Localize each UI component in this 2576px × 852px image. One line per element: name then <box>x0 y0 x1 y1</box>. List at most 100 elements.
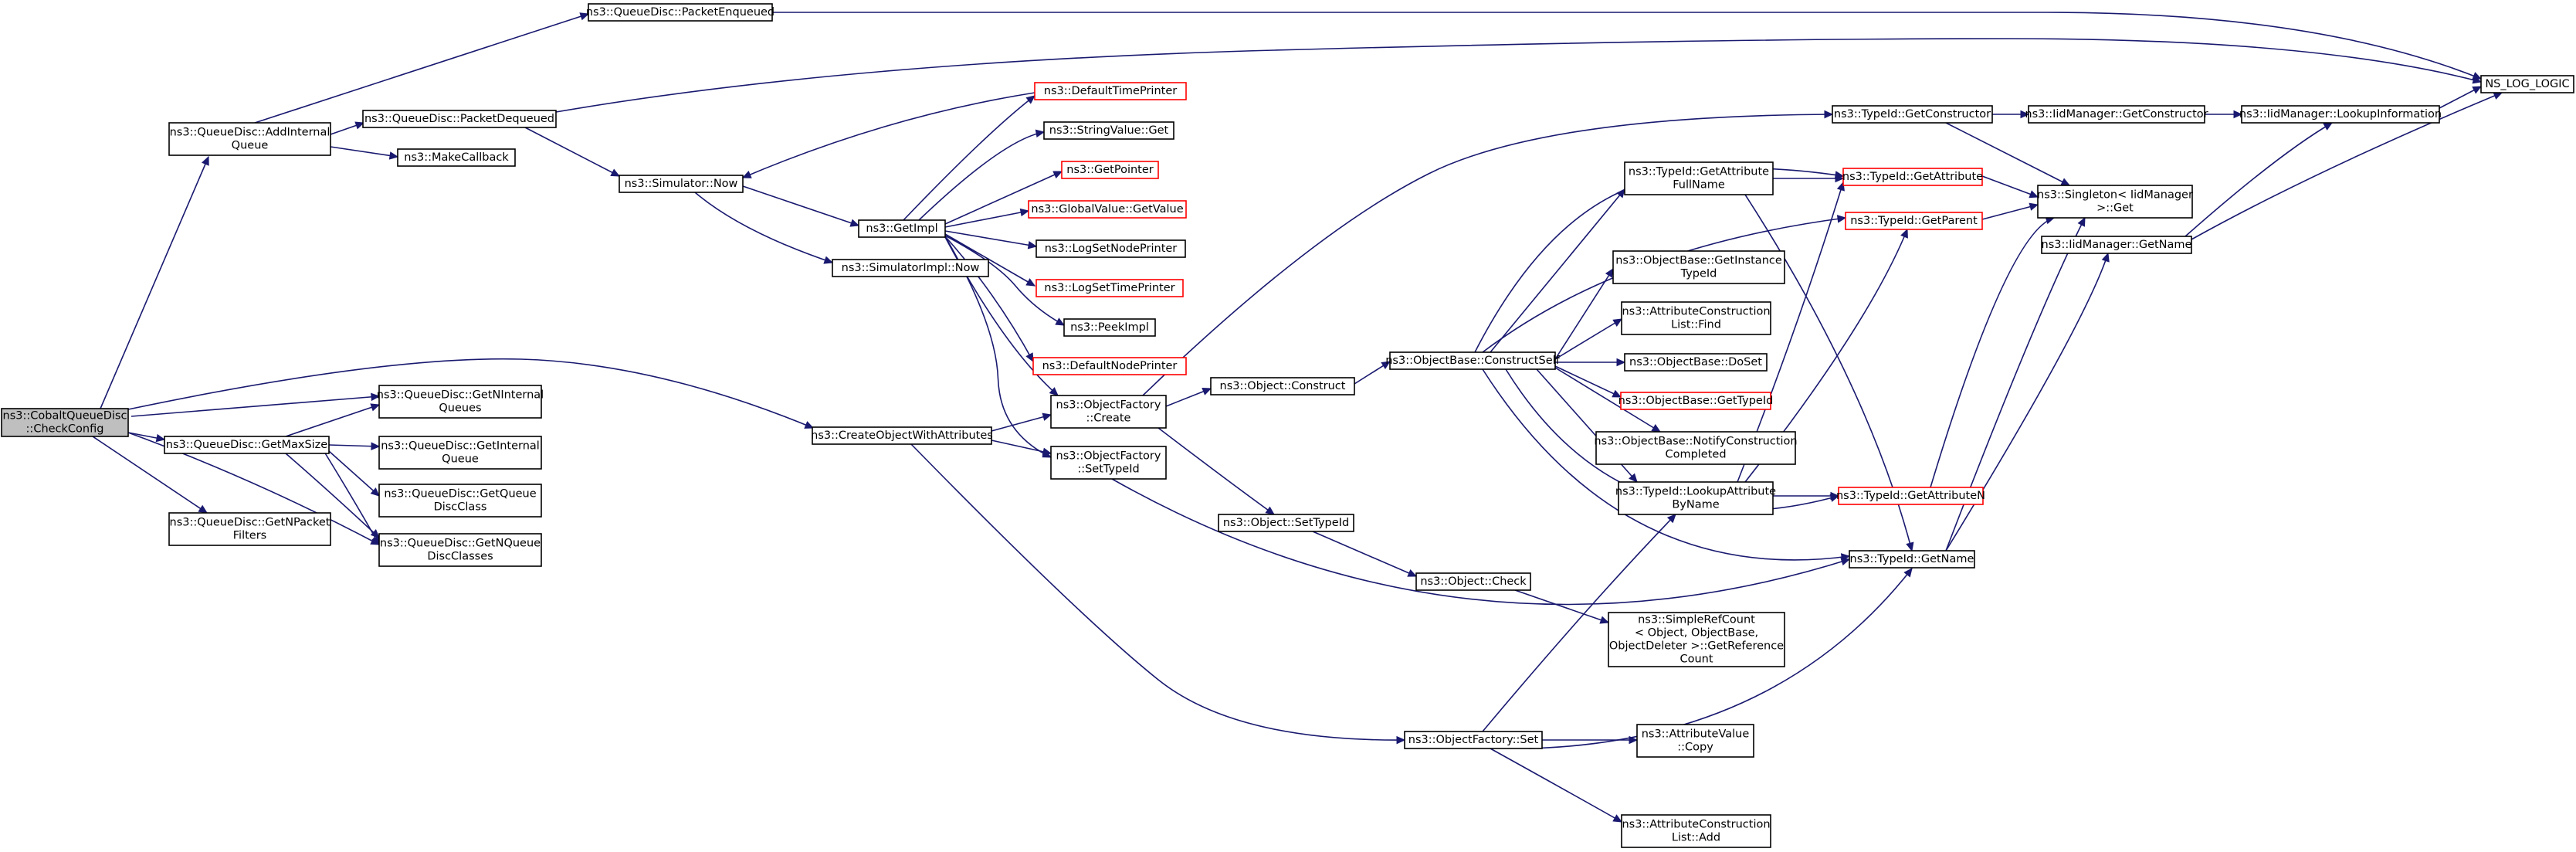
node-makeCb[interactable]: ns3::MakeCallback <box>397 148 516 167</box>
node-label-line: ns3::MakeCallback <box>404 151 509 164</box>
node-label-line: ns3::PeekImpl <box>1070 321 1149 334</box>
edge-tidGetCtor-to-iidGetCtor <box>1992 110 2030 119</box>
node-ofSetTypeId[interactable]: ns3::ObjectFactory::SetTypeId <box>1050 446 1167 480</box>
node-strValGet[interactable]: ns3::StringValue::Get <box>1043 121 1174 140</box>
edge-getImpl-to-getPtr <box>944 171 1063 225</box>
node-label-line: ns3::QueueDisc::PacketEnqueued <box>586 6 774 19</box>
node-label-line: DiscClass <box>434 501 487 514</box>
node-singletonGet[interactable]: ns3::Singleton< IidManager>::Get <box>2037 185 2193 219</box>
node-simpleRef[interactable]: ns3::SimpleRefCount< Object, ObjectBase,… <box>1608 612 1785 667</box>
node-ofSet[interactable]: ns3::ObjectFactory::Set <box>1404 731 1543 749</box>
node-nsLog[interactable]: NS_LOG_LOGIC <box>2480 75 2574 93</box>
node-tidGetAttr[interactable]: ns3::TypeId::GetAttribute <box>1842 168 1983 186</box>
node-logSetNode[interactable]: ns3::LogSetNodePrinter <box>1035 239 1186 258</box>
edge-constructSelf-to-obGetTypeId <box>1554 365 1622 398</box>
node-label-line: ns3::ObjectFactory <box>1056 450 1161 463</box>
node-label-line: ns3::AttributeConstruction <box>1622 819 1770 831</box>
node-obGetTypeId[interactable]: ns3::ObjectBase::GetTypeId <box>1618 392 1774 410</box>
node-label-line: List::Add <box>1672 832 1720 844</box>
node-iidGetName[interactable]: ns3::IidManager::GetName <box>2041 236 2192 254</box>
edge-constructSelf-to-getAttrFull <box>1490 188 1625 353</box>
node-label-line: ::Create <box>1086 412 1131 425</box>
node-constructSelf[interactable]: ns3::ObjectBase::ConstructSelf <box>1385 351 1561 370</box>
node-attrValCopy[interactable]: ns3::AttributeValue::Copy <box>1636 724 1754 758</box>
node-notifyCons[interactable]: ns3::ObjectBase::NotifyConstructionCompl… <box>1594 431 1798 465</box>
edge-getAttrFull-to-tidGetAttr <box>1773 174 1845 183</box>
node-root[interactable]: ns3::CobaltQueueDisc::CheckConfig <box>1 408 129 437</box>
node-label-line: ::CheckConfig <box>26 423 104 436</box>
node-tidGetAttrN[interactable]: ns3::TypeId::GetAttributeN <box>1836 487 1985 505</box>
edge-constructSelf-to-doSet <box>1555 358 1626 367</box>
node-label-line: ns3::StringValue::Get <box>1049 124 1169 137</box>
edge-constructSelf-to-getInstTypeId <box>1554 267 1614 360</box>
edge-getImpl-to-defTimePr <box>903 95 1035 221</box>
node-tidGetName[interactable]: ns3::TypeId::GetName <box>1849 550 1975 569</box>
edge-simNow-to-simImplNow <box>694 192 834 264</box>
edge-constructSelf-to-tidGetName <box>1482 368 1851 562</box>
node-label-line: ns3::GetPointer <box>1066 164 1154 176</box>
node-simImplNow[interactable]: ns3::SimulatorImpl::Now <box>832 259 989 277</box>
node-label-line: >::Get <box>2096 202 2134 215</box>
node-label-line: ns3::TypeId::GetAttribute <box>1842 171 1983 183</box>
node-label-line: ns3::ObjectBase::ConstructSelf <box>1385 355 1560 367</box>
edge-pktDeq-to-nsLog <box>555 38 2483 113</box>
node-iidGetCtor[interactable]: ns3::IidManager::GetConstructor <box>2025 105 2208 124</box>
node-objCheck[interactable]: ns3::Object::Check <box>1415 572 1531 591</box>
node-tidGetParent[interactable]: ns3::TypeId::GetParent <box>1845 212 1983 230</box>
node-objConstruct[interactable]: ns3::Object::Construct <box>1210 377 1355 395</box>
node-getImpl[interactable]: ns3::GetImpl <box>858 219 946 238</box>
node-simNow[interactable]: ns3::Simulator::Now <box>619 175 744 193</box>
node-label-line: Queues <box>439 402 481 415</box>
node-globValGet[interactable]: ns3::GlobalValue::GetValue <box>1028 200 1187 219</box>
node-pktDeq[interactable]: ns3::QueueDisc::PacketDequeued <box>362 110 557 128</box>
node-label-line: ns3::IidManager::GetName <box>2042 239 2192 251</box>
edge-ofSet-to-attrConsAdd <box>1490 748 1623 823</box>
node-label-line: ns3::TypeId::LookupAttribute <box>1615 486 1776 498</box>
node-pktEnq[interactable]: ns3::QueueDisc::PacketEnqueued <box>586 3 774 22</box>
node-getPtr[interactable]: ns3::GetPointer <box>1061 161 1159 179</box>
edge-constructSelf-to-attrConsFind <box>1554 318 1623 360</box>
node-label-line: ns3::TypeId::GetAttribute <box>1629 166 1769 178</box>
edge-tidGetAttr-to-singletonGet <box>1981 175 2039 199</box>
node-tidGetCtor[interactable]: ns3::TypeId::GetConstructor <box>1832 105 1993 124</box>
node-doSet[interactable]: ns3::ObjectBase::DoSet <box>1624 353 1768 372</box>
node-label-line: ns3::Singleton< IidManager <box>2037 189 2193 202</box>
node-label-line: Count <box>1679 653 1713 666</box>
node-createObjAttr[interactable]: ns3::CreateObjectWithAttributes <box>811 426 993 445</box>
node-iidLookup[interactable]: ns3::IidManager::LookupInformation <box>2239 105 2442 124</box>
node-label-line: ns3::ObjectBase::GetTypeId <box>1618 395 1774 407</box>
node-label-line: ns3::CreateObjectWithAttributes <box>811 429 993 442</box>
node-label-line: ns3::TypeId::GetParent <box>1850 215 1978 227</box>
node-label-line: ns3::Object::Construct <box>1220 380 1346 392</box>
node-label-line: ns3::QueueDisc::GetNInternal <box>377 389 544 402</box>
edge-getImpl-to-logSetNode <box>944 230 1038 249</box>
edge-constructSelf-to-lookupAttr <box>1536 368 1638 483</box>
edge-ofSet-to-tidGetName <box>1528 568 1913 749</box>
node-defNodePr[interactable]: ns3::DefaultNodePrinter <box>1032 357 1187 375</box>
edge-ofCreate-to-tidGetCtor <box>1142 110 1834 396</box>
node-getMaxSize[interactable]: ns3::QueueDisc::GetMaxSize <box>164 436 330 454</box>
node-ofCreate[interactable]: ns3::ObjectFactory::Create <box>1050 395 1167 429</box>
edge-tidGetParent-to-singletonGet <box>1981 202 2039 220</box>
edge-getImpl-to-peekImpl <box>944 235 1066 326</box>
node-peekImpl[interactable]: ns3::PeekImpl <box>1063 318 1156 337</box>
node-logSetTime[interactable]: ns3::LogSetTimePrinter <box>1035 279 1184 297</box>
node-label-line: ns3::QueueDisc::GetMaxSize <box>166 439 328 451</box>
edge-getMaxSize-to-getInternalQ <box>328 442 381 450</box>
edge-root-to-getMaxSize <box>127 432 166 443</box>
node-defTimePr[interactable]: ns3::DefaultTimePrinter <box>1034 82 1187 100</box>
node-objSetTypeId[interactable]: ns3::Object::SetTypeId <box>1218 514 1354 532</box>
edge-simNow-to-getImpl <box>742 185 860 227</box>
